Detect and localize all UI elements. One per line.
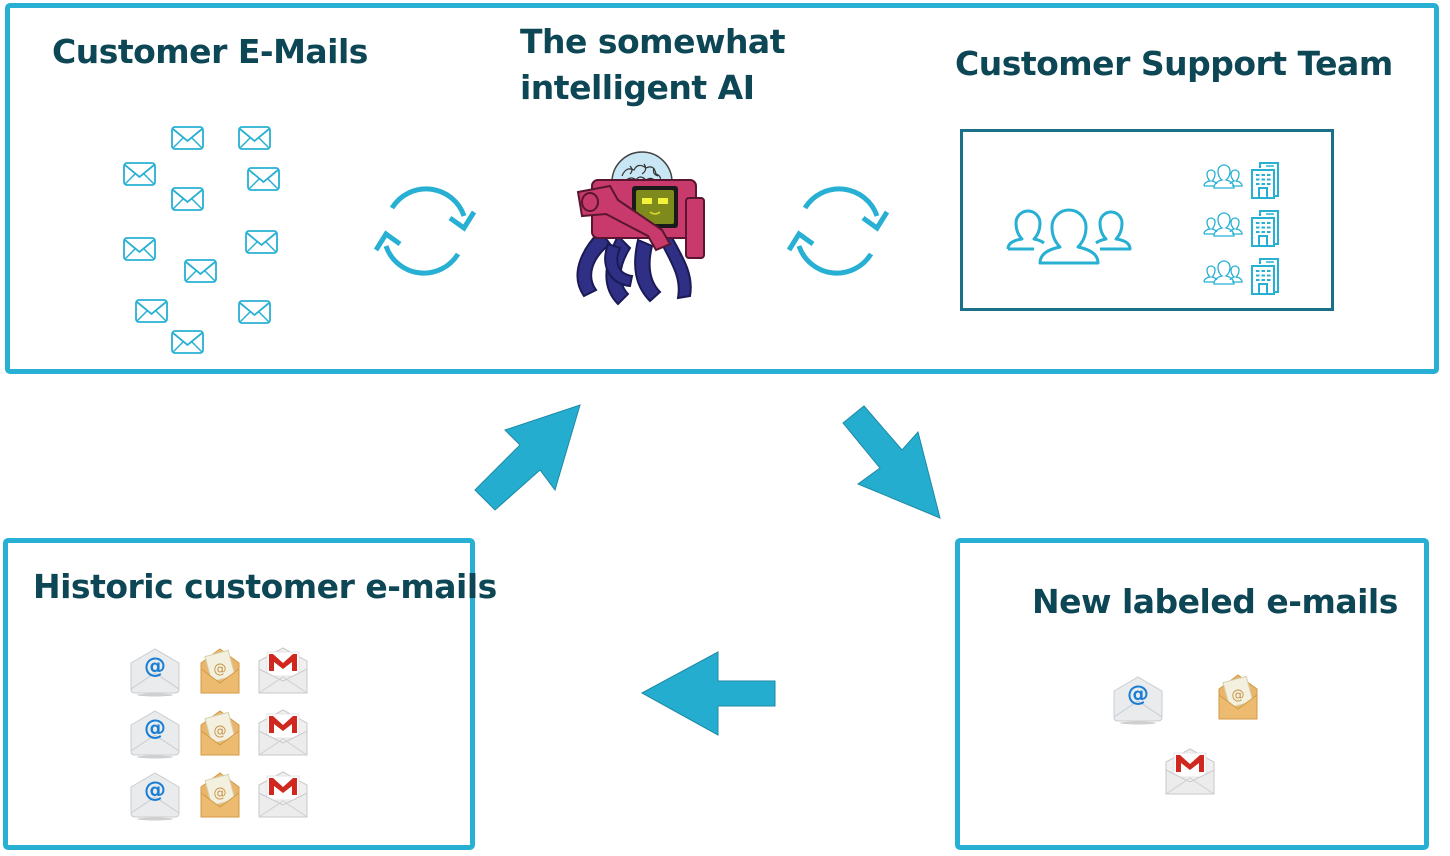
robot-eye-right xyxy=(658,198,668,204)
support-subteam-row xyxy=(1203,258,1279,295)
sync-icon-left xyxy=(372,186,478,276)
svg-text:@: @ xyxy=(1232,688,1245,703)
at-mail-icon: @ xyxy=(130,710,180,759)
envelope-outline-icon xyxy=(171,126,204,150)
svg-text:@: @ xyxy=(214,786,227,801)
sync-arc-bottom xyxy=(383,245,461,276)
new-labeled-icons: @@ xyxy=(1110,670,1270,805)
historic-svg: @ @ @ @ @ @ xyxy=(130,647,308,821)
customer-emails-title: Customer E-Mails xyxy=(52,32,368,71)
support-team-box xyxy=(960,129,1334,311)
sync-arc-bottom xyxy=(796,245,874,276)
historic-emails-title: Historic customer e-mails xyxy=(33,567,497,606)
newlabeled-svg: @@ xyxy=(1113,674,1258,795)
envelope-outline-icon xyxy=(171,187,204,211)
robot-eye-left xyxy=(642,198,652,204)
envelope-outline-icon xyxy=(123,162,156,186)
new-labeled-frame xyxy=(955,538,1429,850)
envelope-outline-icon xyxy=(238,300,271,324)
robot-right-arm xyxy=(685,197,705,259)
svg-text:@: @ xyxy=(144,778,166,803)
sync-arc-top xyxy=(802,186,880,217)
sync-arc-top xyxy=(389,186,467,217)
robot-brain xyxy=(621,163,662,183)
open-envelope-icon: @ xyxy=(200,710,240,756)
svg-text:@: @ xyxy=(214,724,227,739)
sync-arrowhead-top xyxy=(861,210,890,232)
envelope-outline-icon xyxy=(123,237,156,261)
sync-arrowhead-top xyxy=(448,210,477,232)
open-envelope-icon: @ xyxy=(1218,674,1258,720)
people-group-icon xyxy=(1203,164,1243,189)
ai-title-line2: intelligent AI xyxy=(520,68,755,107)
svg-text:@: @ xyxy=(1127,682,1149,707)
sync-arrowhead-bottom xyxy=(373,230,402,252)
svg-text:@: @ xyxy=(144,716,166,741)
ai-robot-mascot xyxy=(570,136,715,308)
robot-tentacles xyxy=(576,229,692,306)
email-cluster-svg xyxy=(123,126,280,354)
people-group-icon xyxy=(1203,212,1243,237)
sync-arrowhead-bottom xyxy=(786,230,815,252)
support-subteam-row xyxy=(1203,210,1279,247)
envelope-outline-icon xyxy=(184,259,217,283)
arrow-new-labeled-to-historic xyxy=(640,650,780,738)
robot-left-arm xyxy=(576,184,672,252)
arrow-historic-to-ai xyxy=(470,400,590,512)
at-mail-icon: @ xyxy=(1113,676,1163,725)
svg-text:@: @ xyxy=(214,662,227,677)
envelope-outline-icon xyxy=(135,299,168,323)
gmail-icon xyxy=(258,647,308,694)
support-team-title: Customer Support Team xyxy=(955,44,1393,83)
open-envelope-icon: @ xyxy=(200,648,240,694)
envelope-outline-icon xyxy=(238,126,271,150)
at-mail-icon: @ xyxy=(130,772,180,821)
open-envelope-icon: @ xyxy=(200,772,240,818)
gmail-icon xyxy=(258,709,308,756)
ai-title-line1: The somewhat xyxy=(520,22,785,61)
gmail-icon xyxy=(258,771,308,818)
at-mail-icon: @ xyxy=(130,648,180,697)
envelope-outline-icon xyxy=(171,330,204,354)
gmail-icon xyxy=(1165,748,1215,795)
envelope-outline-icon xyxy=(247,167,280,191)
robot-smile xyxy=(649,211,661,215)
subteam-svg xyxy=(1203,162,1279,295)
building-icon xyxy=(1251,210,1279,247)
historic-emails-grid: @ @ @ @ @ @ xyxy=(128,645,314,825)
envelope-outline-icon xyxy=(245,230,278,254)
historic-emails-frame xyxy=(3,538,475,850)
people-group-icon xyxy=(1203,260,1243,285)
svg-text:@: @ xyxy=(144,654,166,679)
new-labeled-title: New labeled e-mails xyxy=(1032,582,1398,621)
arrow-ai-to-new-labeled xyxy=(840,398,950,520)
building-icon xyxy=(1251,258,1279,295)
top-panel-frame xyxy=(5,3,1439,374)
building-icon xyxy=(1251,162,1279,199)
support-team-large-people-icon xyxy=(1004,203,1136,267)
support-subteam-list xyxy=(1202,160,1284,300)
sync-icon-right xyxy=(785,186,891,276)
robot-shoulder xyxy=(581,192,599,212)
customer-email-cluster xyxy=(0,0,400,372)
support-subteam-row xyxy=(1203,162,1279,199)
